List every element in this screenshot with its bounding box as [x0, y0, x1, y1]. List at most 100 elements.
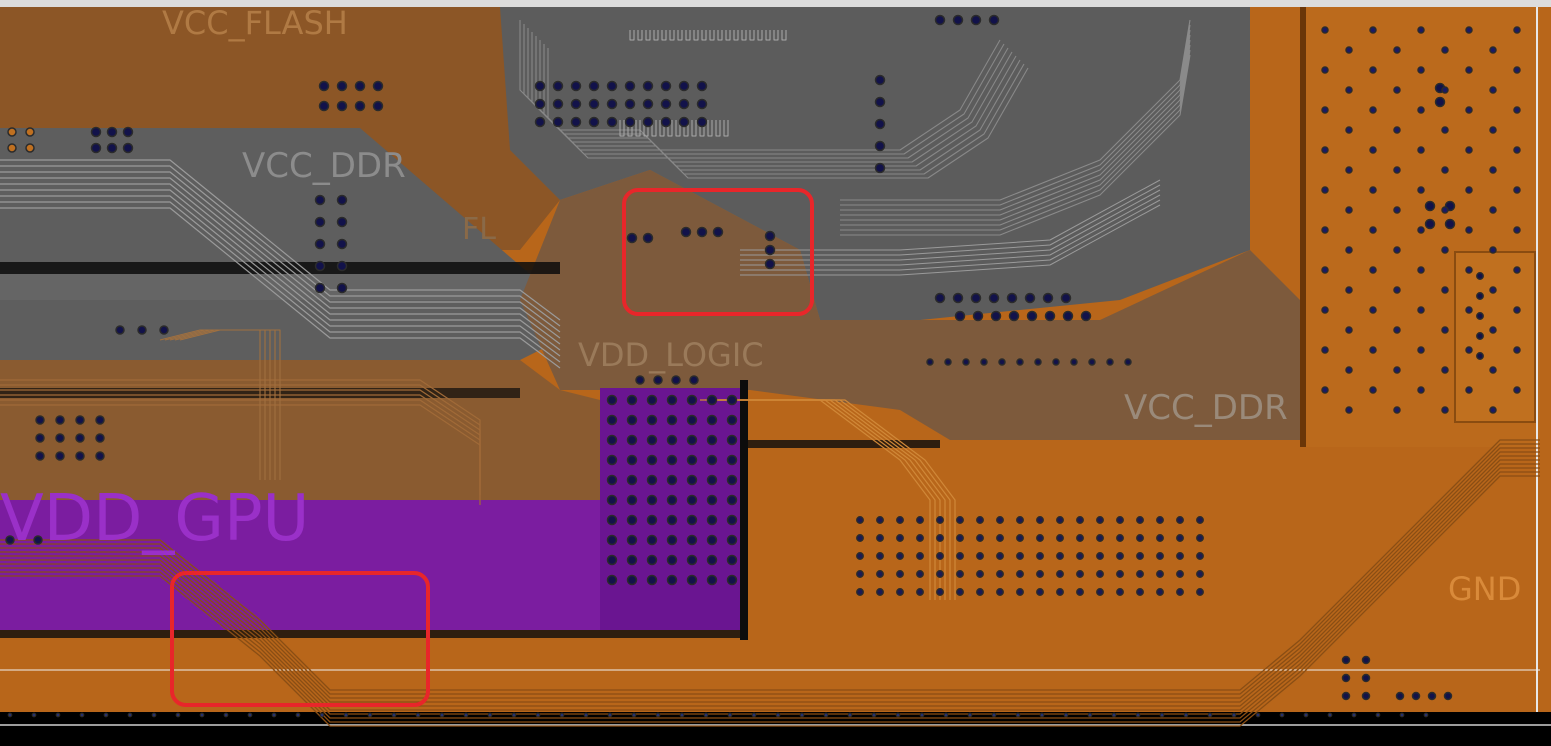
serpentine-trace — [637, 30, 643, 41]
signal-trace — [0, 439, 1540, 691]
via — [559, 712, 565, 718]
via — [336, 194, 348, 206]
via — [1369, 106, 1377, 114]
via — [998, 358, 1006, 366]
serpentine-trace — [733, 30, 739, 41]
via — [1369, 346, 1377, 354]
via — [223, 712, 229, 718]
via — [607, 712, 613, 718]
via — [1026, 310, 1038, 322]
via — [967, 712, 973, 718]
via — [856, 534, 864, 542]
via — [916, 534, 924, 542]
via — [1321, 346, 1329, 354]
via — [199, 712, 205, 718]
via — [686, 554, 698, 566]
via — [1039, 712, 1045, 718]
serpentine-trace — [693, 30, 699, 41]
via — [1489, 126, 1497, 134]
via — [314, 194, 326, 206]
via — [660, 116, 672, 128]
via — [606, 80, 618, 92]
via — [583, 712, 589, 718]
lower-left-plane — [0, 360, 600, 500]
via — [1393, 166, 1401, 174]
via — [1156, 552, 1164, 560]
via — [1489, 286, 1497, 294]
serpentine-trace — [669, 30, 675, 41]
via — [686, 474, 698, 486]
via — [1106, 358, 1114, 366]
via — [1255, 712, 1261, 718]
via — [534, 98, 546, 110]
signal-trace — [840, 49, 1191, 231]
via — [1393, 86, 1401, 94]
via — [1417, 26, 1425, 34]
via — [1080, 310, 1092, 322]
via — [1006, 292, 1018, 304]
serpentine-trace — [651, 120, 657, 137]
via — [1087, 712, 1093, 718]
via — [535, 712, 541, 718]
via — [606, 494, 618, 506]
signal-trace — [0, 159, 561, 321]
via — [626, 454, 638, 466]
via — [606, 394, 618, 406]
via — [35, 433, 45, 443]
via — [314, 260, 326, 272]
via — [1393, 46, 1401, 54]
via — [606, 514, 618, 526]
via — [570, 98, 582, 110]
via — [626, 434, 638, 446]
via — [1441, 406, 1449, 414]
via — [1016, 588, 1024, 596]
via — [159, 325, 169, 335]
via — [1345, 86, 1353, 94]
via — [122, 142, 134, 154]
via — [660, 80, 672, 92]
serpentine-trace — [781, 30, 787, 41]
via — [1465, 146, 1473, 154]
via — [1060, 292, 1072, 304]
via — [703, 712, 709, 718]
via — [976, 534, 984, 542]
via — [996, 516, 1004, 524]
via — [1489, 46, 1497, 54]
via — [33, 535, 43, 545]
via — [1076, 516, 1084, 524]
via — [1321, 66, 1329, 74]
via — [1156, 516, 1164, 524]
vdd-gpu-bga-area — [600, 388, 740, 630]
via — [95, 433, 105, 443]
via — [653, 375, 663, 385]
via — [926, 358, 934, 366]
via — [314, 238, 326, 250]
via — [1156, 588, 1164, 596]
serpentine-trace — [667, 120, 673, 137]
vdd-logic-plane — [520, 170, 1300, 440]
via — [1321, 226, 1329, 234]
signal-trace — [740, 194, 1161, 266]
via — [1393, 206, 1401, 214]
via — [1196, 570, 1204, 578]
via — [666, 514, 678, 526]
via — [706, 534, 718, 546]
via — [689, 375, 699, 385]
via — [1159, 712, 1165, 718]
via — [646, 474, 658, 486]
via — [678, 116, 690, 128]
signal-trace — [0, 189, 561, 351]
via — [1465, 346, 1473, 354]
signal-trace — [0, 447, 1540, 699]
via — [1052, 358, 1060, 366]
via — [896, 552, 904, 560]
via — [1156, 534, 1164, 542]
via — [55, 433, 65, 443]
serpentine-trace — [707, 120, 713, 137]
via — [631, 712, 637, 718]
via — [314, 216, 326, 228]
via — [1476, 332, 1484, 340]
via — [706, 414, 718, 426]
